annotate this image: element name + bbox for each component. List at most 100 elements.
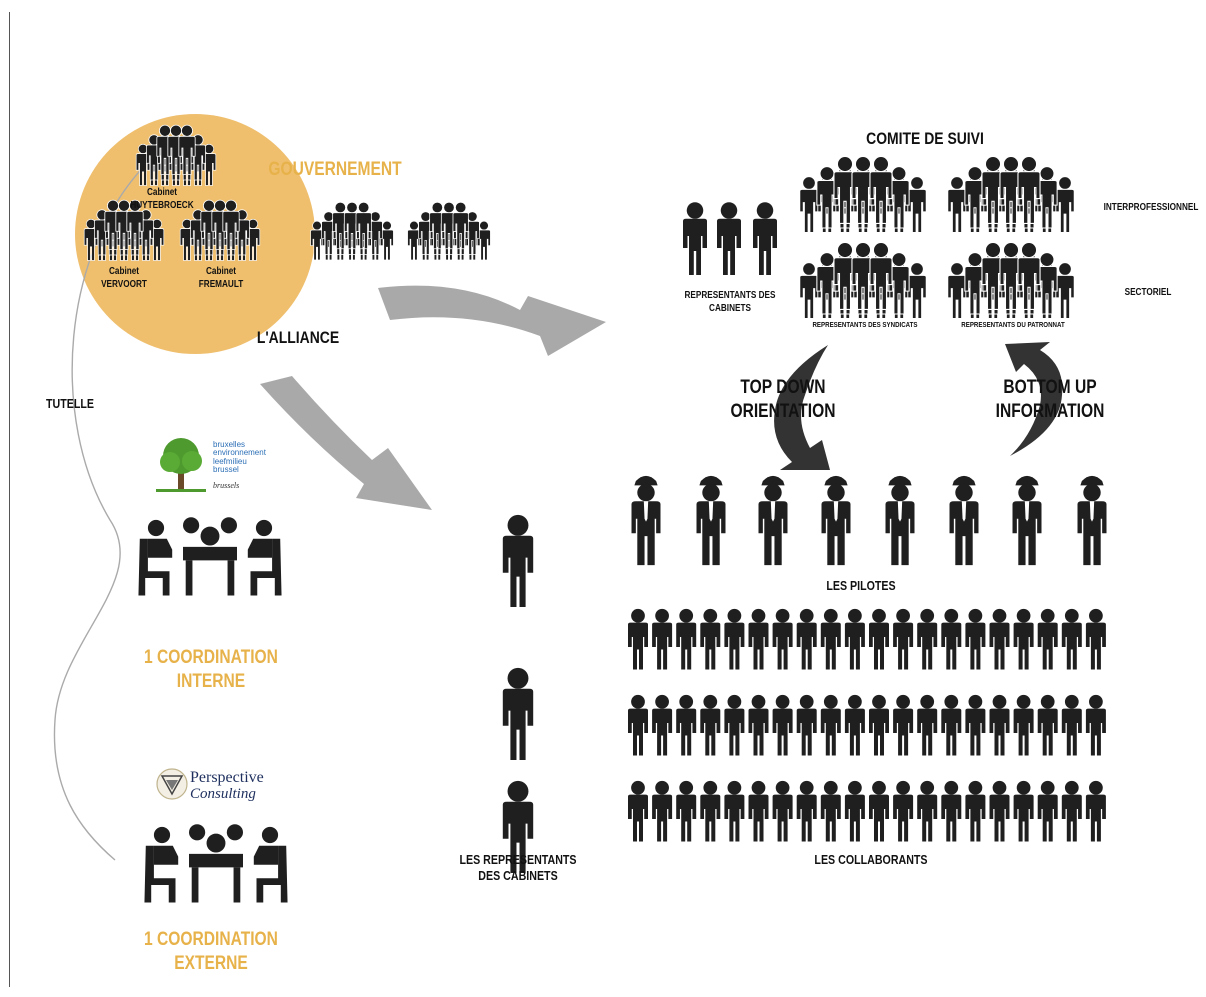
pilot-icon	[1012, 475, 1042, 566]
person-icon	[1013, 780, 1034, 842]
perspective-logo-line2: Consulting	[190, 786, 256, 802]
pilot-icon	[885, 475, 915, 566]
person-icon	[796, 694, 817, 756]
person-icon	[917, 780, 938, 842]
person-icon	[628, 694, 648, 756]
person-icon	[869, 608, 889, 670]
meeting-table-icon	[138, 517, 282, 596]
top-down-arrow	[774, 345, 830, 470]
person-icon	[1061, 694, 1082, 756]
bruxelles-environnement-logo-text: bruxelles environnement leefmilieu bruss…	[213, 440, 266, 475]
person-icon	[796, 780, 817, 842]
coordination-externe-label: 1 COORDINATION EXTERNE	[144, 929, 278, 974]
pilot-icon	[1077, 475, 1107, 566]
les-collaborants-label: LES COLLABORANTS	[814, 852, 928, 867]
person-icon	[941, 780, 962, 842]
person-icon	[844, 694, 865, 756]
person-icon	[796, 608, 817, 670]
perspective-logo-icon	[156, 768, 188, 800]
person-icon	[893, 780, 914, 842]
bottom-up-label: BOTTOM UP INFORMATION	[995, 377, 1105, 422]
person-icon	[1061, 608, 1082, 670]
person-icon	[652, 780, 673, 842]
les-pilotes-label: LES PILOTES	[826, 578, 896, 593]
person-icon	[820, 694, 841, 756]
group-icon	[407, 201, 491, 261]
person-icon	[869, 780, 889, 842]
tree-logo-icon	[156, 438, 206, 492]
group-icon	[799, 155, 927, 234]
person-icon	[748, 780, 769, 842]
gouvernement-label: GOUVERNEMENT	[268, 159, 402, 180]
person-icon	[772, 780, 793, 842]
person-icon	[628, 608, 648, 670]
cabinet-fremault-label: Cabinet FREMAULT	[198, 266, 244, 290]
person-icon	[700, 608, 721, 670]
person-icon	[941, 694, 962, 756]
bottom-up-arrow	[1005, 342, 1063, 456]
left-border-line	[9, 12, 10, 987]
person-icon	[772, 694, 793, 756]
person-icon	[724, 608, 745, 670]
person-icon	[869, 694, 889, 756]
les-representants-cabinets-label: LES REPRESENTANTS DES CABINETS	[459, 852, 577, 884]
person-icon	[893, 694, 914, 756]
person-icon	[989, 780, 1010, 842]
person-icon	[1037, 694, 1058, 756]
tutelle-curve	[53, 159, 151, 861]
person-icon	[502, 667, 534, 760]
pilot-icon	[696, 475, 726, 566]
representants-cabinets-top-label: REPRESENTANTS DES CABINETS	[684, 290, 776, 314]
alliance-label: L'ALLIANCE	[256, 328, 340, 347]
person-icon	[652, 608, 673, 670]
group-icon	[310, 201, 394, 261]
person-icon	[724, 694, 745, 756]
person-icon	[502, 514, 534, 607]
person-icon	[676, 780, 697, 842]
person-icon	[1061, 780, 1082, 842]
person-icon	[676, 694, 697, 756]
person-icon	[917, 694, 938, 756]
arrow-to-representants	[260, 376, 432, 510]
interprofessionnel-label: INTERPROFESSIONNEL	[1103, 202, 1199, 213]
sectoriel-label: SECTORIEL	[1124, 287, 1172, 298]
group-icon	[799, 241, 927, 320]
pilot-icon	[758, 475, 788, 566]
person-icon	[1013, 608, 1034, 670]
pilot-icon	[631, 475, 661, 566]
person-icon	[1013, 694, 1034, 756]
person-icon	[893, 608, 914, 670]
person-icon	[676, 608, 697, 670]
group-icon	[947, 241, 1075, 320]
cabinet-huytebroeck-label: Cabinet HUYTEBROECK	[130, 187, 194, 211]
person-icon	[917, 608, 938, 670]
cabinet-vervoort-label: Cabinet VERVOORT	[101, 266, 147, 290]
tutelle-label: TUTELLE	[46, 396, 94, 411]
person-icon	[700, 780, 721, 842]
person-icon	[820, 780, 841, 842]
person-icon	[748, 608, 769, 670]
person-icon	[724, 780, 745, 842]
person-icon	[1085, 608, 1106, 670]
person-icon	[717, 202, 741, 275]
pilot-icon	[949, 475, 979, 566]
person-icon	[628, 780, 648, 842]
person-icon	[965, 780, 986, 842]
perspective-logo-line1: Perspective	[190, 769, 264, 786]
arrow-to-comite	[378, 285, 606, 356]
person-icon	[748, 694, 769, 756]
person-icon	[1037, 780, 1058, 842]
person-icon	[965, 694, 986, 756]
person-icon	[941, 608, 962, 670]
person-icon	[844, 608, 865, 670]
person-icon	[820, 608, 841, 670]
person-icon	[652, 694, 673, 756]
group-icon	[947, 155, 1075, 234]
person-icon	[989, 608, 1010, 670]
representants-syndicats-label: REPRESENTANTS DES SYNDICATS	[812, 320, 918, 329]
person-icon	[1037, 608, 1058, 670]
meeting-table-icon	[144, 824, 288, 903]
person-icon	[683, 202, 707, 275]
person-icon	[989, 694, 1010, 756]
